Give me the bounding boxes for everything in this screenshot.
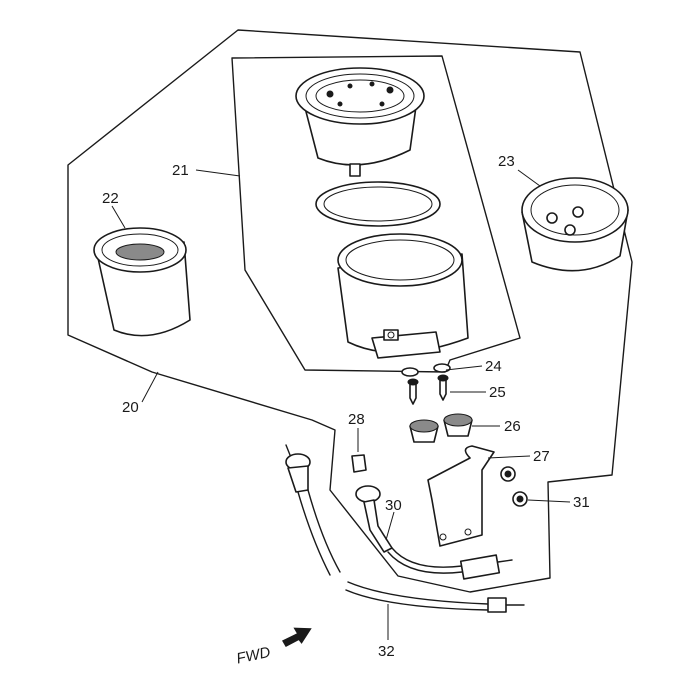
callout-28: 28 bbox=[348, 411, 365, 428]
fwd-arrow bbox=[282, 627, 312, 647]
callout-32: 32 bbox=[378, 643, 395, 660]
part-31-nuts bbox=[500, 466, 528, 507]
callout-23: 23 bbox=[498, 153, 515, 170]
callout-31: 31 bbox=[573, 494, 590, 511]
callout-26: 26 bbox=[504, 418, 521, 435]
part-21-housing bbox=[337, 233, 469, 359]
callout-27: 27 bbox=[533, 448, 550, 465]
callout-20: 20 bbox=[122, 399, 139, 416]
part-22-gauge bbox=[93, 227, 191, 337]
part-21-gasket bbox=[315, 181, 441, 227]
part-27-bracket bbox=[427, 445, 495, 547]
part-23-gauge bbox=[521, 177, 629, 272]
part-28-cap bbox=[351, 454, 367, 473]
speedometer-cable-left bbox=[285, 444, 341, 576]
part-24-washers bbox=[401, 363, 451, 377]
assembly-outline-20 bbox=[67, 29, 633, 593]
part-25-screws bbox=[407, 374, 449, 405]
part-21-meter bbox=[295, 67, 425, 177]
part-30-wire bbox=[355, 485, 513, 580]
callout-30: 30 bbox=[385, 497, 402, 514]
callout-25: 25 bbox=[489, 384, 506, 401]
part-26-grommets bbox=[409, 413, 473, 443]
fwd-label: FWD bbox=[235, 644, 272, 668]
callout-24: 24 bbox=[485, 358, 502, 375]
part-32-cable bbox=[345, 581, 525, 613]
leader-lines bbox=[111, 169, 571, 640]
callout-22: 22 bbox=[102, 190, 119, 207]
callout-21: 21 bbox=[172, 162, 189, 179]
